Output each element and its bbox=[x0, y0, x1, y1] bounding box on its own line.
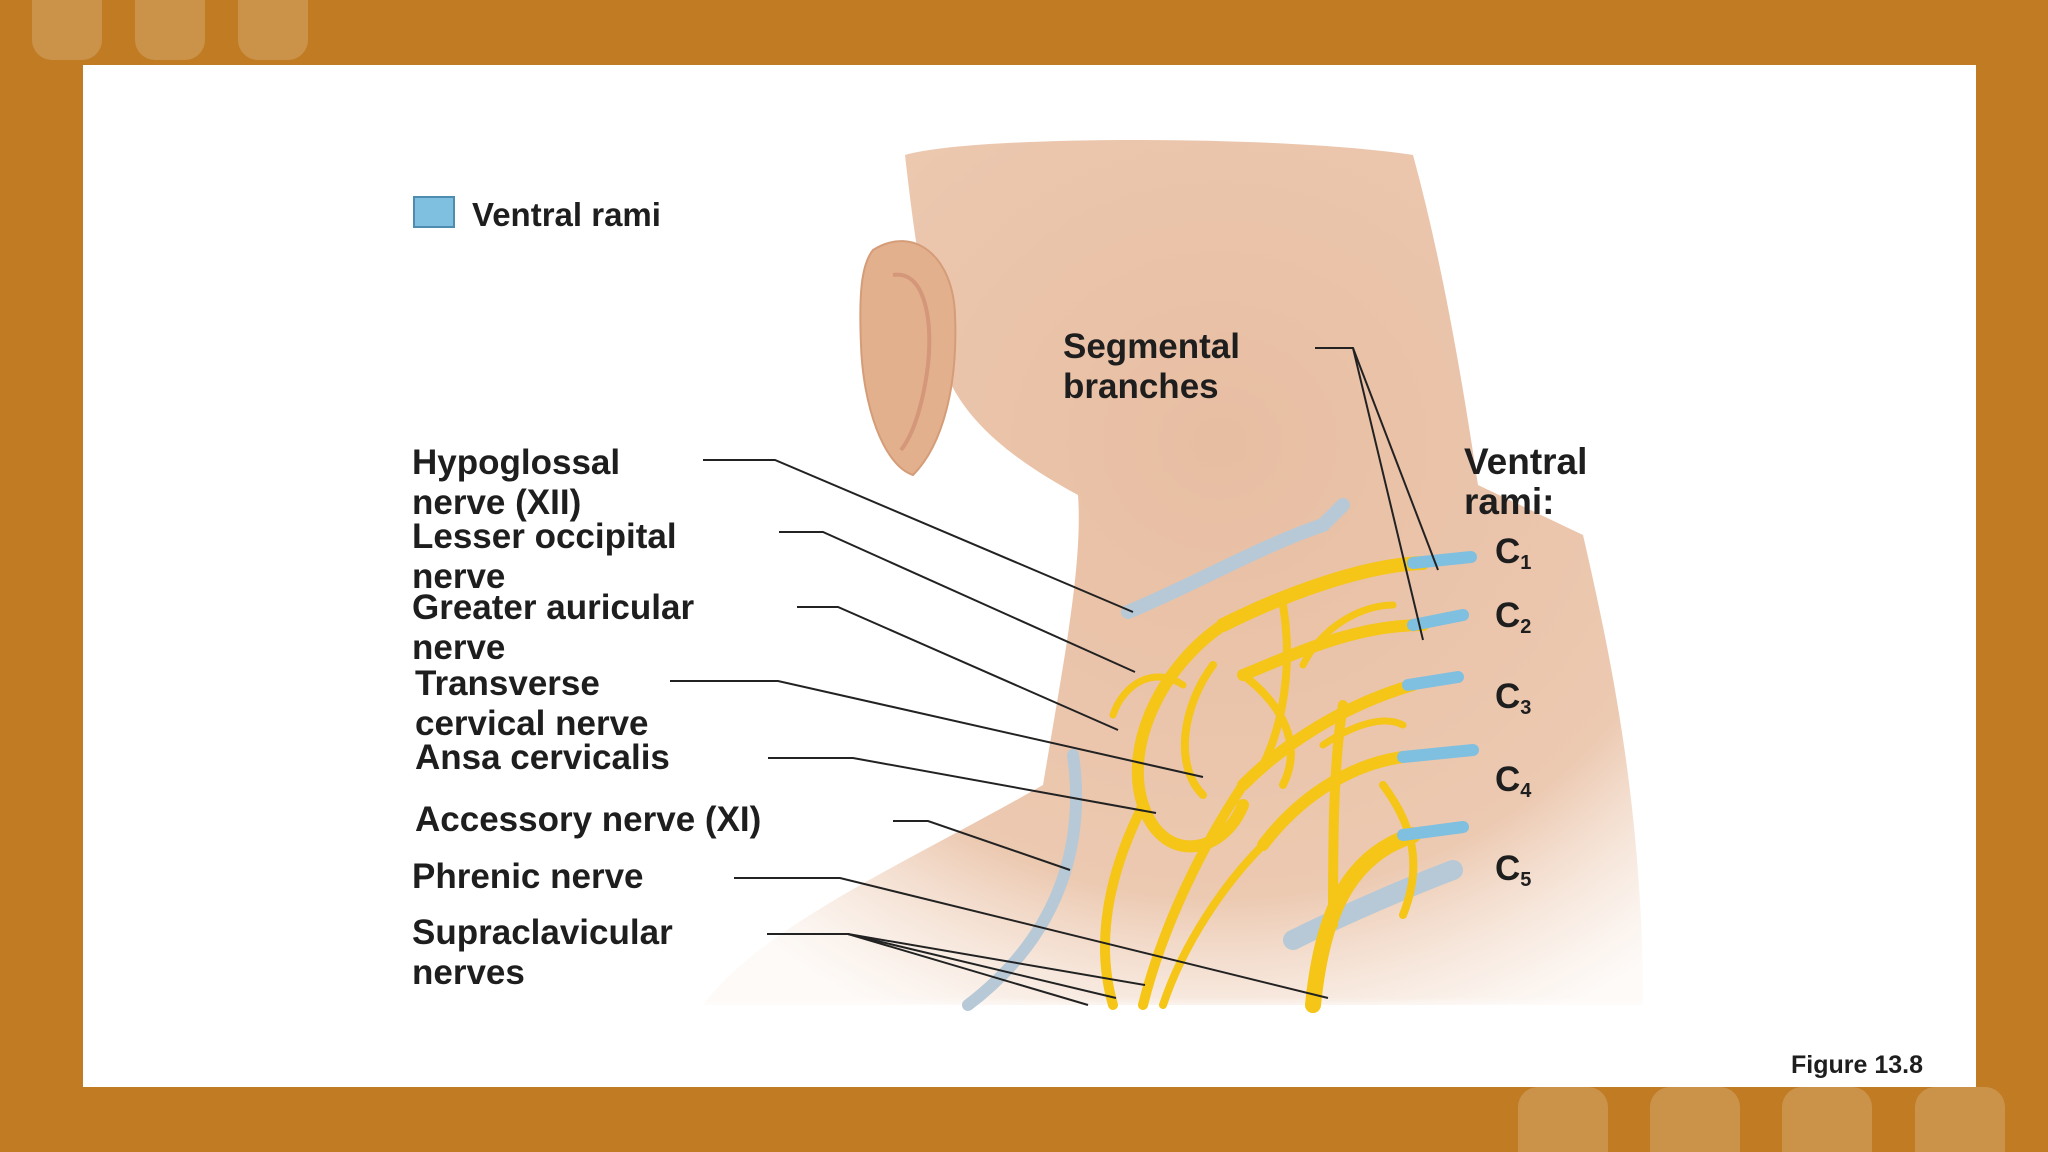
label-line: Phrenic nerve bbox=[412, 857, 644, 896]
cervical-plexus bbox=[1099, 556, 1430, 1013]
label-line: rami: bbox=[1464, 481, 1555, 522]
figure-reference: Figure 13.8 bbox=[1791, 1051, 1923, 1079]
leader-transverse-cervical bbox=[670, 680, 1204, 778]
frame-decoration bbox=[1915, 1087, 2005, 1152]
label-line: Greater auricular bbox=[412, 588, 695, 627]
vessel bbox=[1121, 518, 1330, 619]
ramus-label-c1: C1 bbox=[1495, 532, 1532, 574]
label-line: nerve bbox=[412, 557, 506, 596]
frame-decoration bbox=[1518, 1087, 1608, 1152]
legend-swatch bbox=[413, 196, 455, 228]
frame-decoration bbox=[135, 0, 205, 60]
ramus-label-c5: C5 bbox=[1495, 849, 1532, 891]
head-neck-silhouette bbox=[703, 140, 1643, 1005]
label-line: nerves bbox=[412, 953, 525, 992]
label-accessory-nerve: Accessory nerve (XI) bbox=[415, 800, 761, 840]
label-line: nerve (XII) bbox=[412, 483, 582, 522]
vessel bbox=[1316, 498, 1350, 532]
label-supraclavicular-nerves: Supraclavicular nerves bbox=[412, 913, 673, 993]
label-line: branches bbox=[1063, 367, 1219, 406]
leader-lesser-occipital bbox=[779, 531, 1136, 673]
label-line: Lesser occipital bbox=[412, 517, 677, 556]
slide: Ventral rami Segmental branches Ventral … bbox=[83, 65, 1976, 1087]
label-segmental-branches: Segmental branches bbox=[1063, 327, 1240, 407]
ventral-rami-heading: Ventral rami: bbox=[1464, 442, 1587, 522]
label-line: cervical nerve bbox=[415, 704, 649, 743]
label-line: Hypoglossal bbox=[412, 443, 621, 482]
leader-phrenic bbox=[734, 877, 1329, 999]
label-line: nerve bbox=[412, 628, 506, 667]
ramus-label-c2: C2 bbox=[1495, 596, 1532, 638]
label-transverse-cervical-nerve: Transverse cervical nerve bbox=[415, 664, 649, 744]
ramus-label-c3: C3 bbox=[1495, 677, 1532, 719]
leader-ansa-cervicalis bbox=[768, 757, 1157, 814]
label-line: Accessory nerve (XI) bbox=[415, 800, 762, 839]
label-line: Ansa cervicalis bbox=[415, 738, 670, 777]
ramus-label-c4: C4 bbox=[1495, 760, 1532, 802]
leader-greater-auricular bbox=[797, 606, 1119, 731]
leader-hypoglossal bbox=[703, 459, 1134, 613]
leader-lines bbox=[670, 347, 1439, 1006]
frame-decoration bbox=[32, 0, 102, 60]
label-phrenic-nerve: Phrenic nerve bbox=[412, 857, 644, 897]
label-ansa-cervicalis: Ansa cervicalis bbox=[415, 738, 670, 778]
label-hypoglossal-nerve: Hypoglossal nerve (XII) bbox=[412, 443, 620, 523]
ear bbox=[859, 240, 957, 477]
frame-decoration bbox=[238, 0, 308, 60]
label-lesser-occipital-nerve: Lesser occipital nerve bbox=[412, 517, 677, 597]
label-line: Segmental bbox=[1063, 327, 1240, 366]
legend-label: Ventral rami bbox=[472, 196, 661, 233]
label-line: Transverse bbox=[415, 664, 600, 703]
label-line: Supraclavicular bbox=[412, 913, 673, 952]
label-line: Ventral bbox=[1464, 441, 1588, 482]
vessel bbox=[962, 749, 1082, 1011]
vessel bbox=[1283, 860, 1463, 950]
label-greater-auricular-nerve: Greater auricular nerve bbox=[412, 588, 694, 668]
ventral-rami-tips bbox=[1397, 551, 1479, 841]
frame-decoration bbox=[1650, 1087, 1740, 1152]
frame-decoration bbox=[1782, 1087, 1872, 1152]
neck-illustration bbox=[670, 140, 1663, 1015]
leader-accessory bbox=[893, 820, 1071, 871]
